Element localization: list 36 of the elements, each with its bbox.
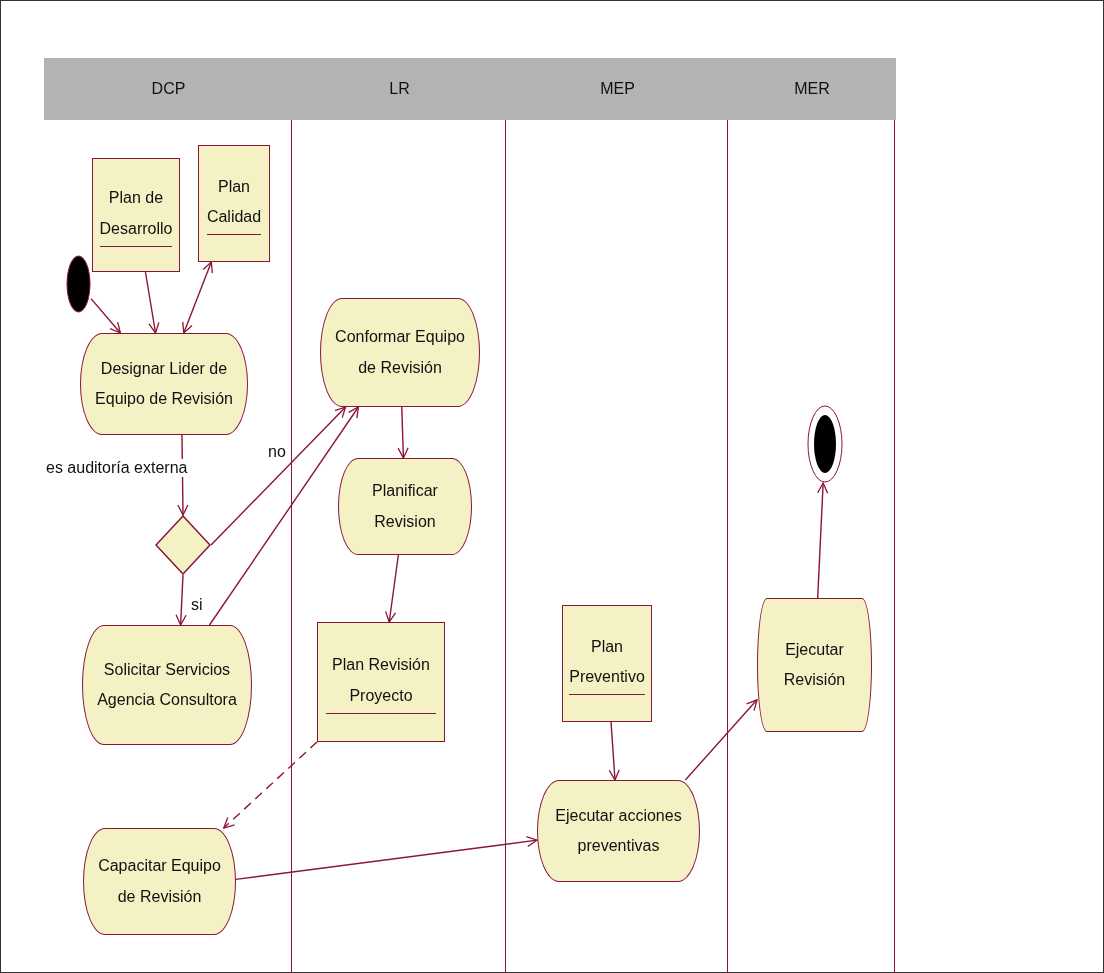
activity-box: Designar Lider de Equipo de Revisión bbox=[80, 333, 248, 435]
arrow bbox=[182, 261, 213, 334]
arrow bbox=[816, 482, 829, 599]
decision-diamond bbox=[155, 515, 211, 575]
arrow bbox=[397, 406, 409, 459]
object-box: Plan Preventivo bbox=[562, 605, 652, 722]
object-box: Plan Calidad bbox=[198, 145, 270, 262]
start-node bbox=[66, 255, 91, 313]
edge-label: es auditoría externa bbox=[44, 459, 190, 477]
end-node bbox=[807, 405, 843, 483]
swimlane bbox=[506, 58, 728, 973]
lane-header: DCP bbox=[44, 58, 293, 120]
arrow bbox=[208, 406, 360, 626]
object-box: Plan Revisión Proyecto bbox=[317, 622, 445, 742]
object-box: Plan de Desarrollo bbox=[92, 158, 180, 272]
lane-header: LR bbox=[292, 58, 507, 120]
activity-box: Conformar Equipo de Revisión bbox=[320, 298, 480, 407]
activity-box: Planificar Revision bbox=[338, 458, 472, 555]
arrow bbox=[235, 835, 538, 881]
activity-box: Ejecutar acciones preventivas bbox=[537, 780, 700, 882]
swimlane bbox=[44, 58, 292, 973]
arrow bbox=[175, 574, 187, 626]
arrow bbox=[90, 297, 122, 334]
lane-header: MEP bbox=[506, 58, 729, 120]
arrow bbox=[144, 271, 160, 334]
swimlane bbox=[728, 58, 895, 973]
activity-box: Ejecutar Revisión bbox=[757, 598, 872, 732]
activity-box: Capacitar Equipo de Revisión bbox=[83, 828, 236, 935]
arrow bbox=[210, 406, 347, 546]
arrow bbox=[223, 741, 318, 829]
lane-header: MER bbox=[728, 58, 896, 120]
arrow bbox=[684, 699, 758, 781]
arrow bbox=[384, 554, 400, 623]
activity-box: Solicitar Servicios Agencia Consultora bbox=[82, 625, 252, 745]
swimlane bbox=[292, 58, 506, 973]
arrow bbox=[608, 721, 620, 781]
